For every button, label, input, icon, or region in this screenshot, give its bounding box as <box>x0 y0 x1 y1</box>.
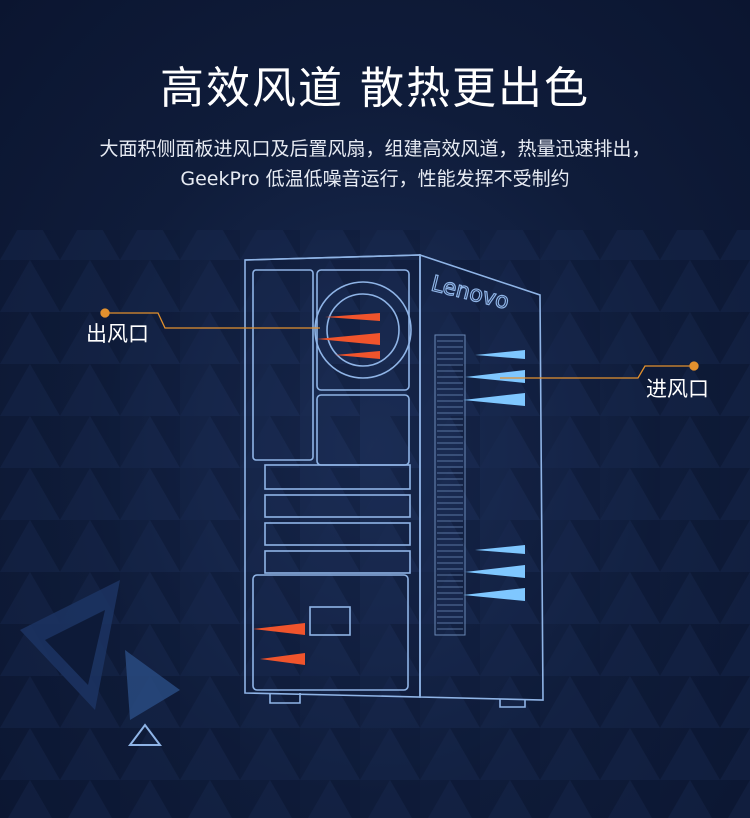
subtitle-line-2: GeekPro 低温低噪音运行，性能发挥不受制约 <box>180 168 570 190</box>
page-title: 高效风道 散热更出色 <box>160 63 590 114</box>
inlet-callout-label: 进风口 <box>646 377 709 401</box>
decorative-triangle-shapes <box>20 580 180 746</box>
pc-tower-illustration: Lenovo <box>244 253 544 708</box>
subtitle-line-1: 大面积侧面板进风口及后置风扇，组建高效风道，热量迅速排出， <box>99 138 651 160</box>
page-subtitle: 大面积侧面板进风口及后置风扇，组建高效风道，热量迅速排出， GeekPro 低温… <box>20 134 730 194</box>
outlet-callout-label: 出风口 <box>86 322 149 346</box>
